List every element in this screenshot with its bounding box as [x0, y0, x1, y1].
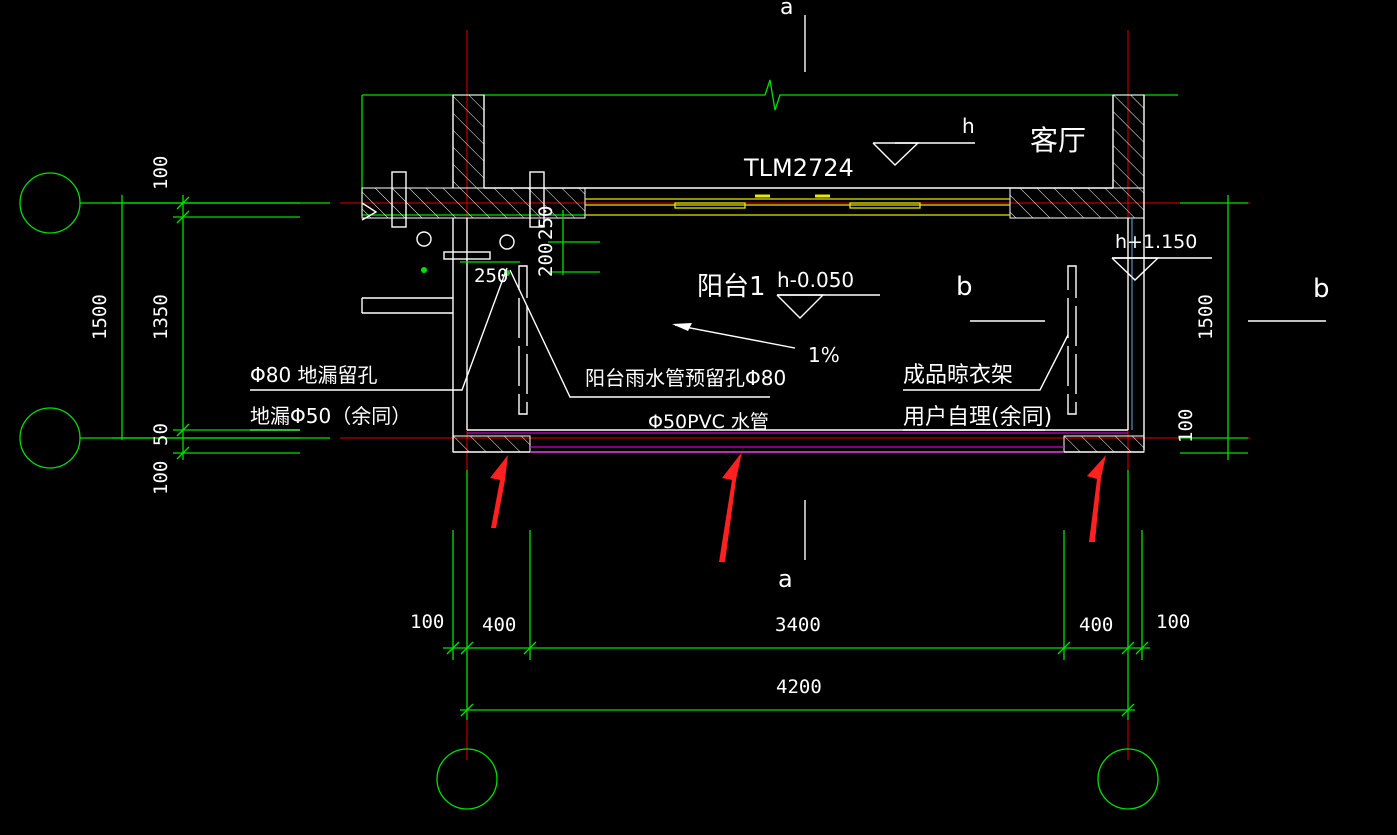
axis-label-b-right: b — [1313, 274, 1330, 304]
axis-bubble-bottom-left — [436, 748, 498, 810]
note-rain-pipe: 阳台雨水管预留孔Φ80 — [585, 366, 786, 390]
right-dimension-chain — [1180, 195, 1248, 460]
red-arrows — [490, 452, 1106, 562]
door-tlm2724 — [585, 194, 1010, 216]
level-h: h — [962, 114, 975, 138]
note-rack-1: 成品晾衣架 — [903, 363, 1013, 388]
red-arrow-center — [719, 452, 742, 562]
left-dim-3: 50 — [150, 423, 172, 446]
axis-bubbles — [19, 172, 1159, 810]
living-room-outline — [361, 79, 1178, 450]
room-living: 客厅 — [1030, 124, 1086, 157]
labels: a TLM2724 客厅 h 阳台1 h-0.050 h+1.150 1% b … — [89, 0, 1330, 698]
wall-hatch-upper-right — [1112, 94, 1145, 189]
slope-arrow — [672, 323, 796, 349]
left-dim-1: 1500 — [89, 294, 111, 340]
wall-hatch-left-beam — [361, 187, 586, 219]
left-fixtures — [361, 171, 545, 314]
floor-drain-hole — [416, 231, 432, 247]
level-balcony: h-0.050 — [777, 268, 854, 292]
dim-250-h: 250 — [474, 265, 508, 287]
rain-pipe-hole — [499, 234, 515, 250]
wall-hatch-right-beam — [1009, 187, 1145, 219]
wall-hatch-upper-left — [452, 94, 485, 189]
floor-drain-dot — [421, 267, 427, 273]
axis-bubble-left-bottom — [19, 407, 81, 469]
note-pvc-pipe: Φ50PVC 水管 — [648, 411, 769, 433]
bottom-dim-2: 3400 — [775, 614, 821, 636]
bottom-dim-3: 400 — [1079, 614, 1113, 636]
axis-label-a-bottom: a — [778, 565, 793, 593]
bottom-dim-4: 100 — [1156, 611, 1190, 633]
axis-bubble-bottom-right — [1097, 748, 1159, 810]
slope-label: 1% — [808, 343, 840, 367]
left-dim-4: 100 — [150, 461, 172, 495]
bottom-dim-1: 400 — [482, 614, 516, 636]
note-floor-drain: 地漏Φ50（余同） — [250, 404, 411, 428]
level-markers — [776, 142, 1326, 322]
note-floor-hole: Φ80 地漏留孔 — [250, 363, 378, 387]
note-rack-2: 用户自理(余同) — [903, 405, 1052, 430]
dim-200-v: 200 — [535, 243, 557, 277]
clothes-racks — [518, 265, 1077, 415]
room-balcony: 阳台1 — [697, 272, 766, 302]
red-arrow-left — [490, 455, 508, 528]
left-dim-0: 100 — [150, 156, 172, 190]
wall-hatch-sill-left — [452, 435, 531, 453]
bottom-dim-0: 100 — [410, 611, 444, 633]
right-dim-0: 1500 — [1195, 294, 1217, 340]
bottom-dimension-chain — [443, 470, 1150, 720]
axis-label-a-top: a — [780, 0, 793, 20]
leader-lines — [250, 267, 1069, 431]
red-arrow-right — [1087, 455, 1106, 542]
axis-label-b-mid: b — [956, 272, 973, 302]
axis-bubble-left-top — [19, 172, 81, 234]
door-code: TLM2724 — [743, 154, 854, 182]
level-outer: h+1.150 — [1115, 231, 1197, 253]
total-dim: 4200 — [776, 676, 822, 698]
wall-hatch-sill-right — [1063, 435, 1145, 453]
local-dimensions — [460, 210, 600, 275]
right-dim-1: 100 — [1175, 409, 1197, 443]
left-dim-2: 1350 — [150, 294, 172, 340]
dim-250-v: 250 — [535, 206, 557, 240]
left-dimension-chain — [112, 195, 300, 460]
